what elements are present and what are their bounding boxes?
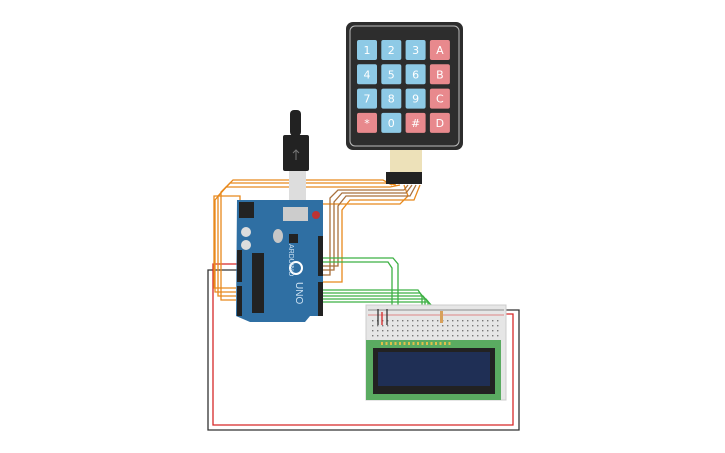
arduino-model: UNO (293, 282, 304, 304)
key-label: * (364, 117, 370, 130)
key-4[interactable]: 4 (357, 64, 377, 85)
key-label: D (436, 117, 444, 130)
key-D[interactable]: D (429, 112, 450, 133)
key-label: # (411, 117, 420, 130)
arduino-brand: ARDUINO (287, 244, 294, 277)
key-8[interactable]: 8 (381, 88, 402, 109)
key-C[interactable]: C (429, 88, 450, 109)
key-5[interactable]: 5 (381, 64, 402, 85)
resistor (440, 311, 443, 323)
arduino-uno[interactable]: ARDUINO UNO (236, 200, 323, 322)
key-label: 0 (388, 117, 395, 130)
key-0[interactable]: 0 (381, 112, 402, 133)
key-2[interactable]: 2 (381, 40, 402, 60)
key-label: 6 (412, 68, 419, 81)
key-6[interactable]: 6 (405, 64, 426, 85)
key-label: 8 (388, 93, 395, 106)
key-label: 5 (388, 68, 395, 81)
key-label: 7 (364, 93, 371, 106)
reset-button[interactable] (312, 211, 320, 219)
wire-power[interactable] (212, 263, 514, 426)
key-label: C (436, 93, 444, 106)
key-1[interactable]: 1 (357, 40, 377, 60)
usb-cable[interactable] (283, 110, 309, 210)
key-label: 9 (412, 93, 419, 106)
lcd-16x2[interactable] (366, 340, 501, 400)
key-label: 3 (412, 44, 419, 57)
key-label: 1 (364, 44, 371, 57)
key-3[interactable]: 3 (405, 40, 426, 60)
key-label: A (436, 44, 444, 57)
key-#[interactable]: # (405, 112, 426, 133)
key-A[interactable]: A (429, 40, 450, 60)
lcd-screen (378, 352, 490, 386)
key-label: B (436, 68, 444, 81)
keypad-4x4[interactable]: 1 2 3 A 4 5 6 B 7 8 9 C * 0 # D (346, 22, 463, 184)
key-*[interactable]: * (357, 112, 377, 133)
key-label: 2 (388, 44, 395, 57)
key-B[interactable]: B (429, 64, 450, 85)
key-9[interactable]: 9 (405, 88, 426, 109)
key-7[interactable]: 7 (357, 88, 377, 109)
key-label: 4 (364, 68, 371, 81)
keypad-ribbon (390, 150, 422, 172)
keypad-connector (386, 172, 422, 184)
